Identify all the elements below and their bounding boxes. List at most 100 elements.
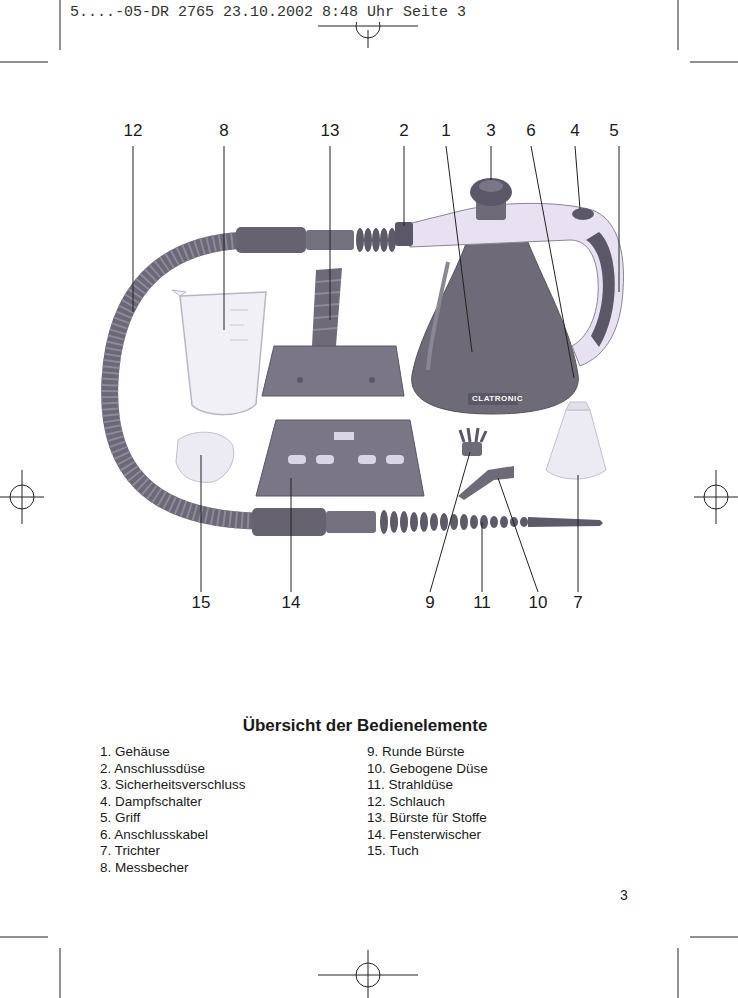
part-list-item: 9. Runde Bürste: [367, 744, 465, 760]
part-list-item: 15. Tuch: [367, 843, 419, 859]
leader-line: [224, 146, 225, 330]
funnel: [566, 402, 590, 410]
measuring-cup: [230, 325, 244, 326]
part-list-item: 11. Strahldüse: [367, 777, 453, 793]
leader-line: [201, 455, 202, 592]
hose: [364, 228, 372, 252]
funnel: [546, 410, 606, 479]
page-number: 3: [620, 887, 628, 904]
window-wiper: [256, 420, 424, 496]
measuring-cup: [230, 310, 248, 340]
callout-number: 15: [192, 593, 211, 613]
hose: [356, 228, 364, 252]
hose: [356, 228, 396, 252]
jet-nozzle: [252, 508, 603, 536]
steam-cleaner-body: [470, 178, 512, 206]
part-list-item: 4. Dampfschalter: [100, 794, 202, 810]
crop-marks: [678, 0, 679, 50]
part-list-item: 13. Bürste für Stoffe: [367, 810, 487, 826]
steam-cleaner-body: [412, 232, 579, 414]
leader-line: [491, 146, 492, 180]
round-brush: [468, 428, 470, 442]
leader-line: [575, 146, 580, 209]
callout-number: 12: [124, 121, 143, 141]
jet-nozzle: [500, 516, 508, 528]
callout-number: 4: [570, 121, 579, 141]
crop-marks: [0, 62, 48, 63]
part-list-item: 5. Griff: [100, 810, 140, 826]
steam-cleaner-body: [572, 208, 594, 220]
window-wiper: [386, 455, 404, 464]
jet-nozzle: [400, 511, 408, 533]
measuring-cup: [172, 290, 266, 415]
leader-line: [619, 146, 620, 292]
crop-marks: [690, 937, 738, 938]
registration-mark: [368, 950, 369, 998]
part-list-item: 6. Anschlusskabel: [100, 827, 208, 843]
callout-number: 11: [473, 593, 491, 613]
callout-number: 9: [425, 593, 434, 613]
steam-cleaner-body: [586, 232, 615, 347]
crop-marks: [690, 62, 738, 63]
jet-nozzle: [460, 514, 468, 530]
part-list-item: 8. Messbecher: [100, 860, 189, 876]
callout-number: 10: [529, 593, 548, 613]
window-wiper: [288, 432, 404, 464]
round-brush: [460, 430, 464, 442]
hose: [236, 227, 306, 253]
fabric-brush: [297, 377, 303, 383]
steam-cleaner-body: [395, 178, 624, 414]
window-wiper: [288, 455, 306, 464]
jet-nozzle: [528, 517, 603, 527]
measuring-cup: [180, 292, 266, 415]
registration-mark: [0, 14, 738, 998]
window-wiper: [316, 455, 334, 464]
brand-logo: CLATRONIC: [472, 394, 523, 404]
callout-number: 2: [399, 121, 408, 141]
jet-nozzle: [390, 511, 398, 533]
registration-mark: [22, 470, 23, 524]
window-wiper: [334, 432, 354, 440]
leader-line: [446, 146, 472, 352]
print-header: 5....-05-DR 2765 23.10.2002 8:48 Uhr Sei…: [68, 4, 468, 22]
measuring-cup: [230, 340, 248, 341]
crop-marks: [0, 937, 48, 938]
round-brush: [460, 428, 486, 456]
crop-marks: [60, 0, 61, 50]
jet-nozzle: [380, 510, 388, 534]
funnel: [546, 402, 606, 479]
jet-nozzle: [326, 511, 376, 533]
fabric-brush: [313, 328, 337, 330]
jet-nozzle: [252, 508, 326, 536]
leader-line: [330, 146, 331, 320]
leader-line: [404, 146, 405, 226]
leader-line: [430, 452, 470, 592]
cloth: [176, 432, 234, 482]
part-list-item: 1. Gehäuse: [100, 744, 170, 760]
fabric-brush: [316, 280, 341, 282]
hose: [388, 228, 396, 252]
fabric-brush: [369, 377, 375, 383]
steam-cleaner-body: [479, 180, 503, 192]
part-list-item: 10. Gebogene Düse: [367, 761, 488, 777]
jet-nozzle: [440, 513, 448, 531]
callout-number: 7: [573, 593, 582, 613]
fabric-brush: [262, 268, 404, 396]
hose: [372, 228, 380, 252]
leader-line: [291, 478, 292, 592]
section-title: Übersicht der Bedienelemente: [243, 716, 488, 736]
cloth: [176, 432, 234, 482]
jet-nozzle: [420, 512, 428, 532]
jet-nozzle: [470, 515, 478, 529]
registration-mark: [368, 30, 369, 48]
fabric-brush: [313, 280, 341, 330]
callout-number: 8: [219, 121, 228, 141]
part-list-item: 12. Schlauch: [367, 794, 445, 810]
round-brush: [481, 431, 486, 442]
jet-nozzle: [480, 515, 488, 529]
fabric-brush: [314, 316, 338, 318]
bent-nozzle: [458, 466, 514, 500]
part-list-item: 14. Fensterwischer: [367, 827, 481, 843]
measuring-cup: [172, 290, 186, 296]
